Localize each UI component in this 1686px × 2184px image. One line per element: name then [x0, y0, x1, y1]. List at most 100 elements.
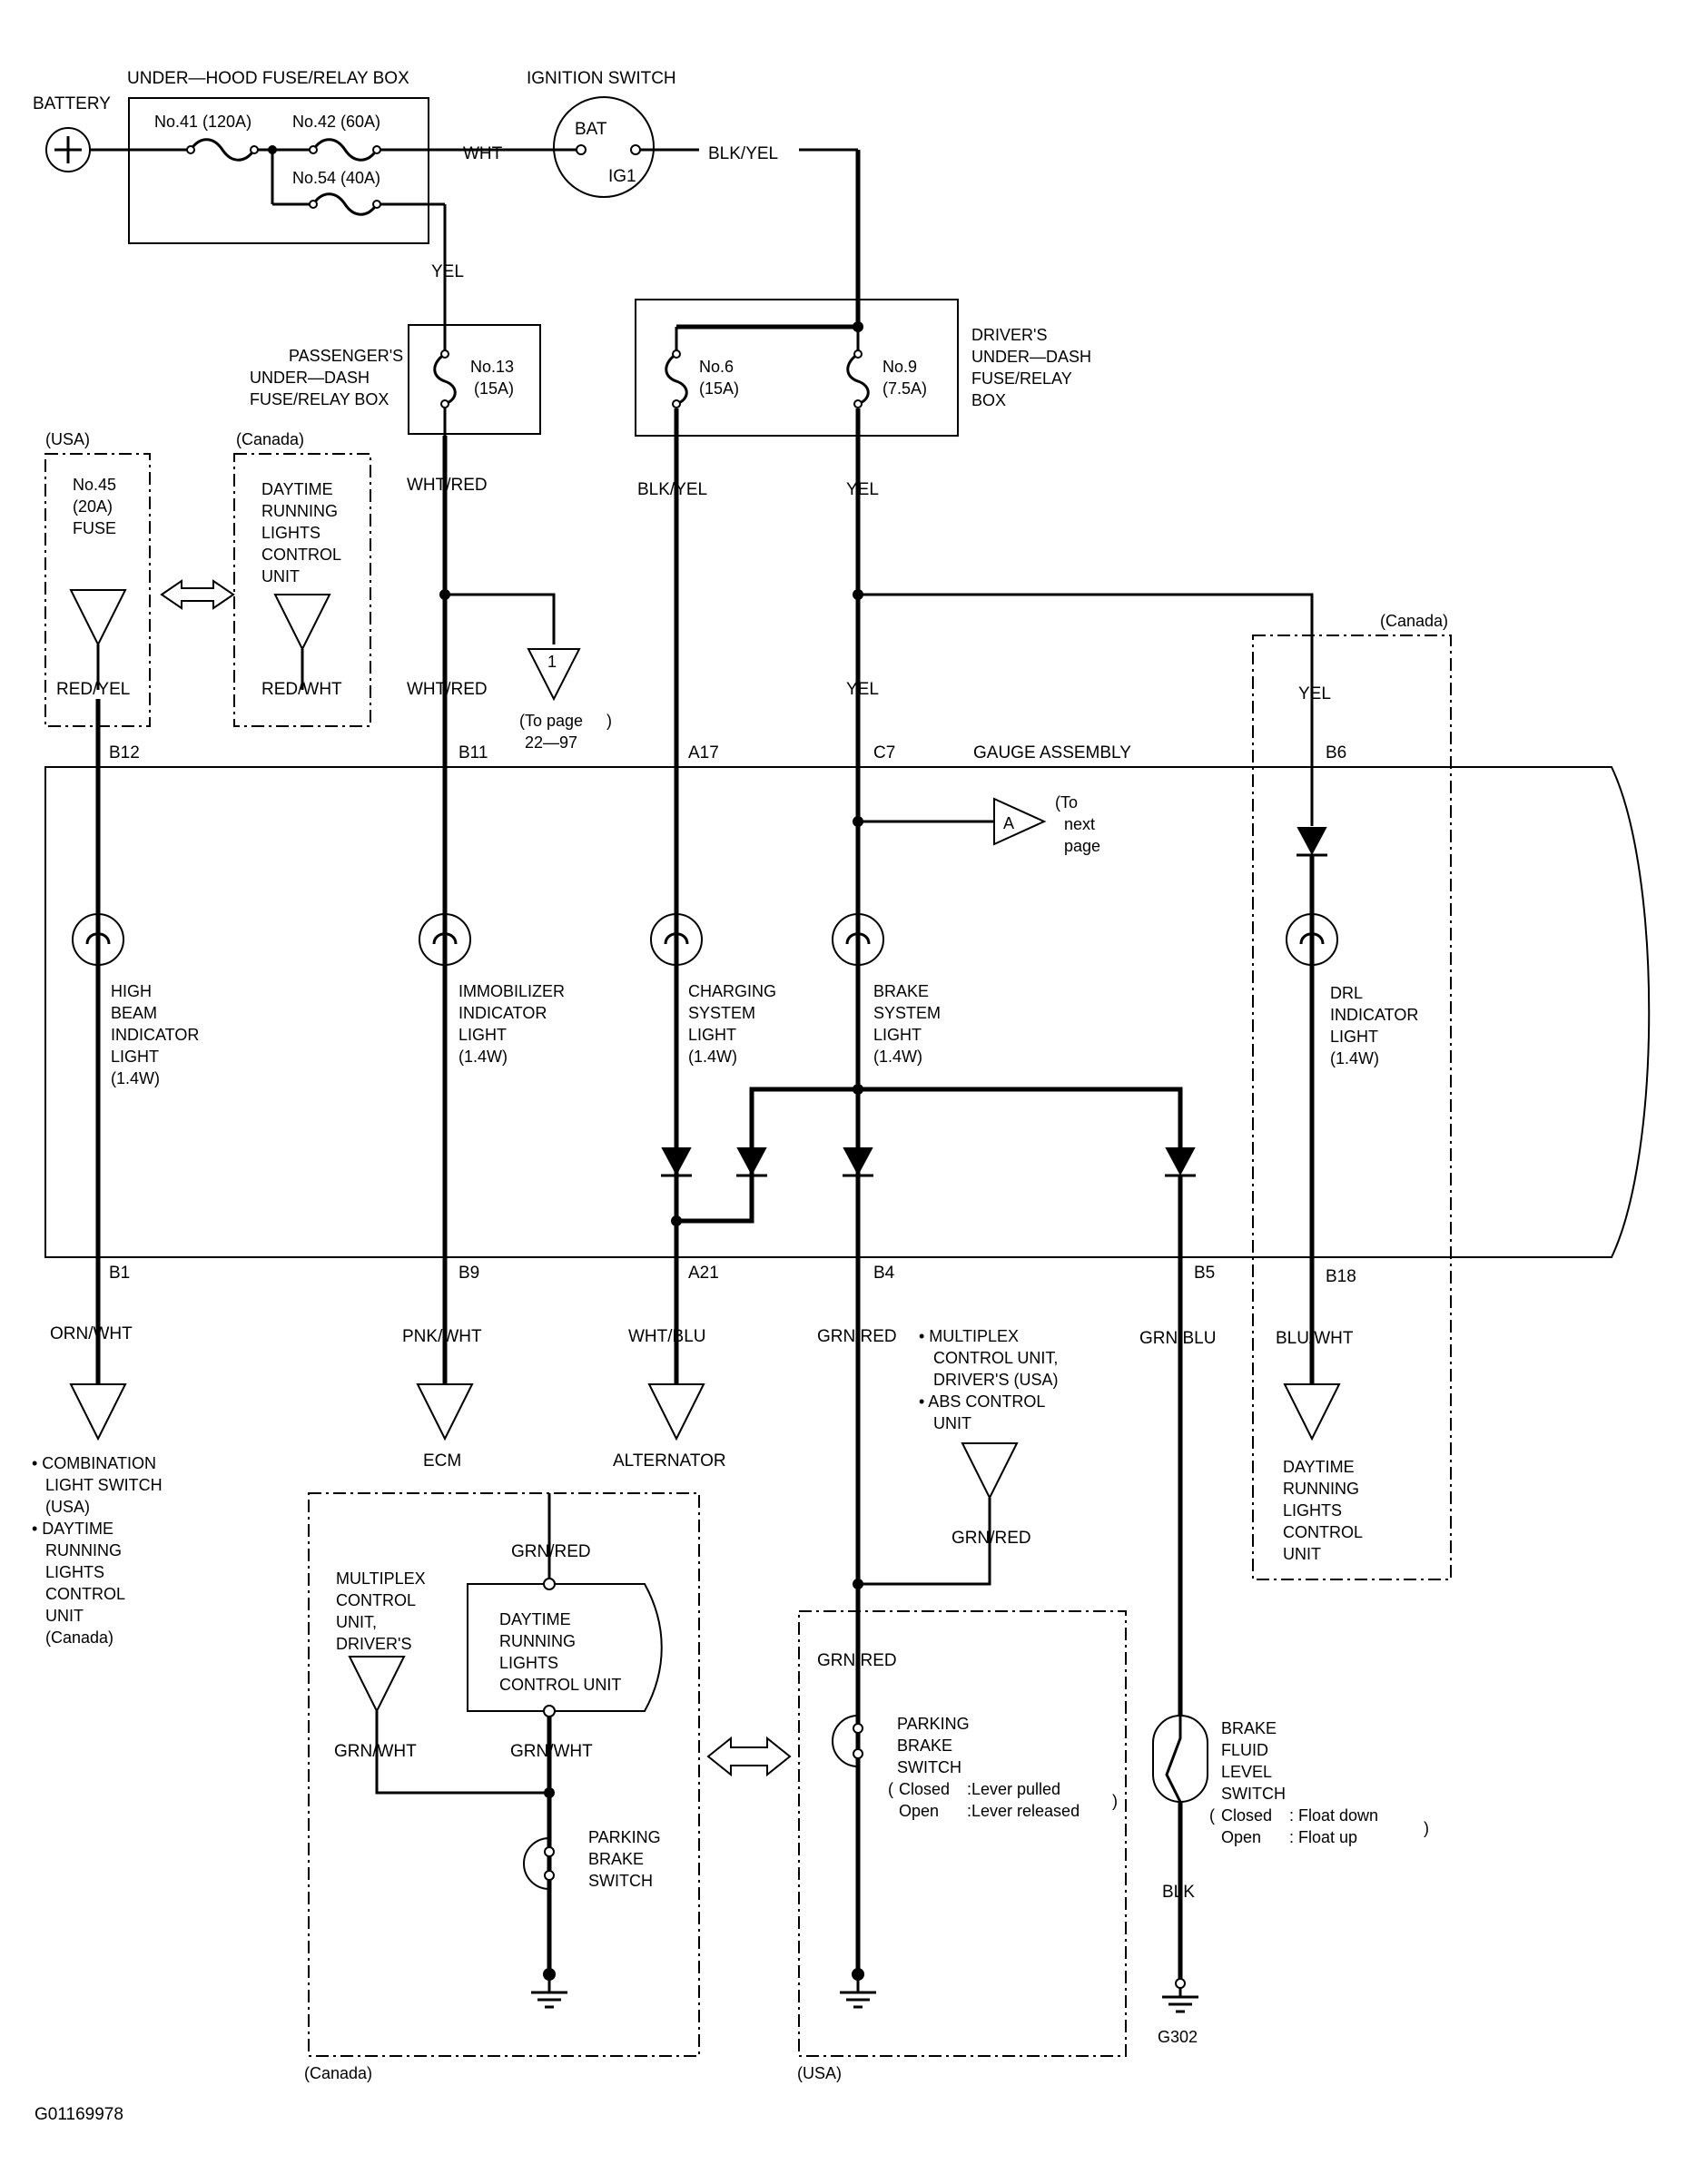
drl-inner-label-1: DAYTIME: [499, 1610, 571, 1628]
drl-right-connector-icon: [1283, 1383, 1341, 1441]
alternator-label: ALTERNATOR: [613, 1451, 726, 1471]
combo-switch-connector-icon: [69, 1383, 127, 1441]
wire-label-blk-yel-2: BLK/YEL: [637, 480, 707, 499]
svg-text:): ): [606, 712, 612, 730]
junction-abs: [853, 1579, 863, 1589]
canada-tag-top: (Canada): [236, 430, 304, 448]
fuse-9-label: No.9: [882, 358, 917, 376]
fuse-13-terminal-a: [440, 349, 449, 359]
drl-ind-label-1: DRL: [1330, 984, 1363, 1002]
fuse-6-symbol: [665, 352, 688, 406]
multiplex-abs-label-3: DRIVER'S (USA): [933, 1371, 1058, 1389]
ecm-label: ECM: [423, 1451, 461, 1471]
charging-bulb-icon: [650, 913, 703, 966]
high-beam-filament: [85, 932, 111, 945]
wire-label-blu-wht: BLU/WHT: [1276, 1329, 1354, 1348]
under-hood-fuse-box: UNDER—HOOD FUSE/RELAY BOX No.41 (120A) N…: [127, 69, 447, 327]
charging-label-3: LIGHT: [688, 1026, 736, 1044]
diode-fluid-icon: [1165, 1147, 1196, 1176]
wire-label-yel-3: YEL: [846, 680, 879, 699]
usa-tag-bottom: (USA): [797, 2064, 842, 2082]
drl-ind-label-2: INDICATOR: [1330, 1006, 1418, 1024]
to-next-text-3: page: [1064, 837, 1100, 855]
driver-box-label-3: FUSE/RELAY: [971, 369, 1072, 388]
bfl-switch-contact: [1165, 1716, 1182, 1803]
high-beam-label-2: BEAM: [111, 1004, 157, 1022]
pbs-usa-contact-b: [853, 1748, 863, 1759]
pbs-canada-label-2: BRAKE: [588, 1850, 644, 1868]
wire-label-grn-red-1: GRN/RED: [817, 1327, 897, 1346]
pbs-canada-label-1: PARKING: [588, 1828, 661, 1846]
usa-parking-box-outline: [798, 1610, 1127, 2057]
drl-ind-label-3: LIGHT: [1330, 1028, 1378, 1046]
ecm-connector-icon: [416, 1383, 474, 1441]
bfl-closed-word: Closed: [1221, 1806, 1272, 1825]
brake-fluid-level-switch: BRAKE FLUID LEVEL SWITCH ( Closed : Floa…: [1152, 1715, 1429, 2046]
gauge-assembly-label: GAUGE ASSEMBLY: [973, 743, 1131, 762]
brake-system-filament: [845, 932, 871, 945]
drl-inner-terminal-top: [543, 1578, 556, 1590]
wire-label-blk: BLK: [1162, 1883, 1195, 1902]
multiplex-drv-connector-icon: [348, 1656, 406, 1714]
wire-grn-red-abs: [858, 1498, 991, 1586]
fuse-9-terminal-b: [853, 399, 863, 408]
canada-tag-right: (Canada): [1380, 612, 1448, 630]
fuse-6-label: No.6: [699, 358, 734, 376]
fuse-13-symbol: [433, 327, 457, 436]
drl-ind-label-4: (1.4W): [1330, 1049, 1379, 1067]
combo-switch-label-7: CONTROL: [45, 1585, 125, 1603]
fuse-13-terminal-b: [440, 399, 449, 408]
to-next-connector-icon: [993, 797, 1047, 846]
gauge-assembly: B12 B11 A17 C7 GAUGE ASSEMBLY B6 A (To n…: [44, 743, 1651, 1384]
charging-label-4: (1.4W): [688, 1048, 737, 1066]
immobilizer-label-3: LIGHT: [458, 1026, 507, 1044]
to-page-connector-icon: [527, 648, 581, 702]
wire-label-grn-red-4: GRN/RED: [817, 1651, 897, 1670]
pbs-usa-contact-a: [853, 1723, 863, 1734]
pin-b5: B5: [1194, 1264, 1215, 1283]
wire-grn-wht-left: [375, 1711, 549, 1795]
pbs-closed-desc: :Lever pulled: [967, 1780, 1060, 1798]
wire-label-red-wht: RED/WHT: [261, 680, 342, 699]
drl-right-label-2: RUNNING: [1283, 1480, 1359, 1498]
high-beam-bulb-icon: [72, 913, 124, 966]
usa-tag-top: (USA): [45, 430, 90, 448]
passenger-fuse-box: PASSENGER'S UNDER—DASH FUSE/RELAY BOX No…: [250, 324, 541, 436]
fuse-13-label: No.13: [470, 358, 514, 376]
drl-inner-label-4: CONTROL UNIT: [499, 1676, 621, 1694]
ignition-ig1-label: IG1: [608, 167, 636, 186]
to-next-letter: A: [1003, 814, 1014, 832]
passenger-box-outline: [408, 324, 541, 435]
multiplex-drv-label-1: MULTIPLEX: [336, 1569, 426, 1588]
wire-charging-join: [674, 1176, 754, 1224]
wire-label-red-yel: RED/YEL: [56, 680, 130, 699]
svg-text:(: (: [888, 1780, 893, 1798]
to-page-number: 1: [547, 653, 557, 671]
fuse-6-rating: (15A): [699, 379, 739, 398]
passenger-box-label-3: FUSE/RELAY BOX: [250, 390, 389, 408]
junction-41: [268, 145, 277, 154]
pin-b9: B9: [458, 1264, 479, 1283]
pin-a17: A17: [688, 743, 719, 762]
svg-text:(: (: [1209, 1806, 1215, 1825]
figure-id: G01169978: [35, 2105, 123, 2124]
ground-g302-label: G302: [1158, 2028, 1198, 2046]
to-next-text-2: next: [1064, 815, 1095, 833]
pin-b4: B4: [873, 1264, 895, 1283]
canada-box-outline: [233, 453, 371, 727]
immobilizer-label-2: INDICATOR: [458, 1004, 547, 1022]
wire-label-wht-red-2: WHT/RED: [407, 680, 488, 699]
multiplex-drv-label-2: CONTROL: [336, 1591, 416, 1609]
wire-label-yel-2: YEL: [846, 480, 879, 499]
pbs-canada-contact-b: [544, 1870, 555, 1881]
wire-label-pnk-wht: PNK/WHT: [402, 1327, 482, 1346]
canada-tag-bottom: (Canada): [304, 2064, 372, 2082]
pbs-open-word: Open: [899, 1802, 939, 1820]
battery-label: BATTERY: [33, 94, 111, 113]
drl-top-connector-icon: [273, 594, 331, 652]
pbs-canada-switch-icon: [523, 1837, 550, 1890]
multiplex-abs-label-4: • ABS CONTROL: [919, 1392, 1045, 1411]
canada-right-box-outline: [1252, 635, 1452, 1580]
brake-sys-label-4: (1.4W): [873, 1048, 922, 1066]
